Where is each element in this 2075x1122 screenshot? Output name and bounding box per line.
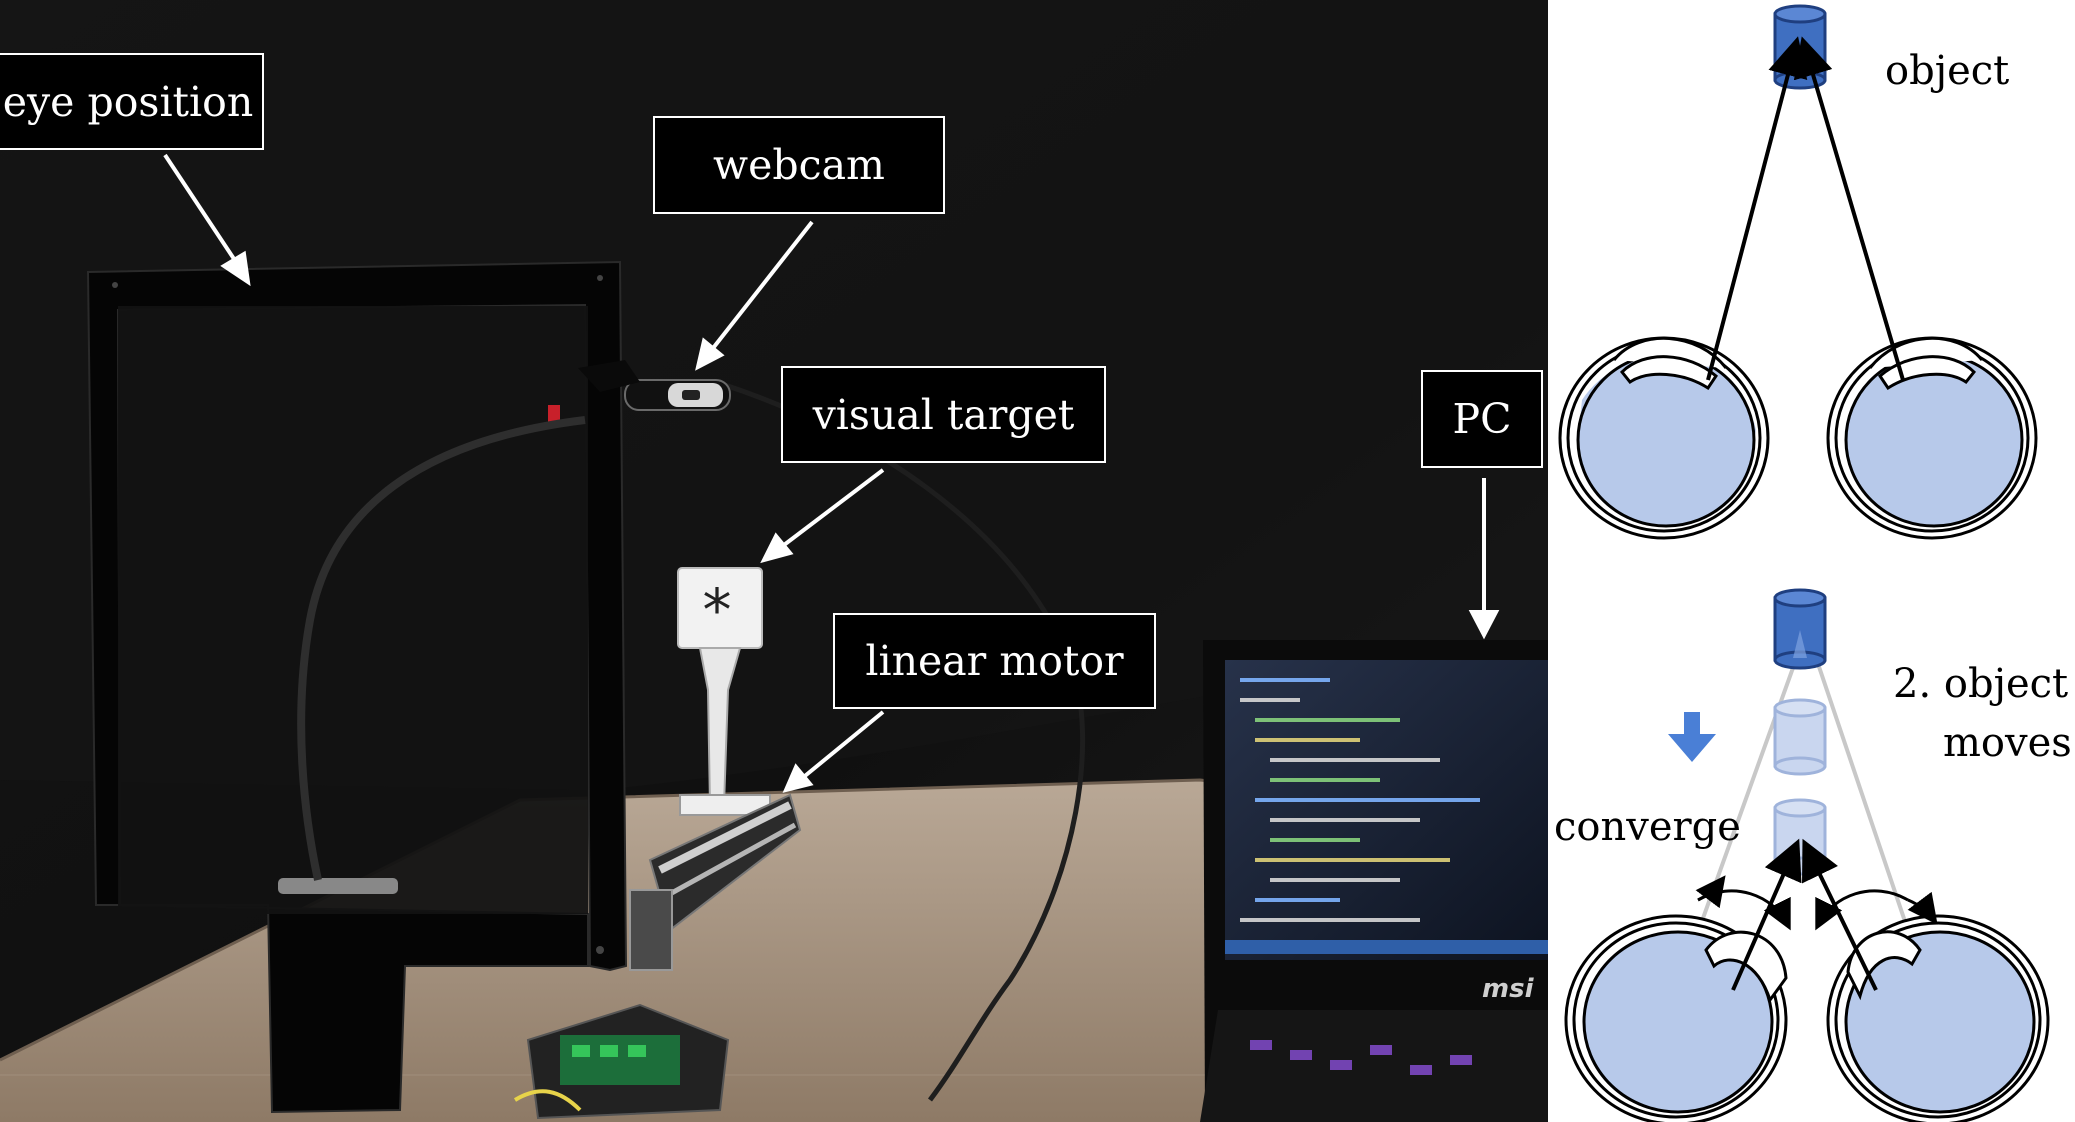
linear-motor-device [629,793,802,971]
pc-label: PC [1421,370,1543,468]
top-right-eye [1826,336,2038,540]
move-down-arrow [1668,712,1716,762]
linear-motor-label: linear motor [833,613,1156,709]
laptop-brand: msi [1482,974,1535,1004]
visual-target-label: visual target [781,366,1106,463]
object-moves-label-line2: moves [1943,720,2072,766]
laptop-device: msi [1200,640,1548,1122]
converge-label: converge [1554,804,1741,850]
top-object-icon [1773,4,1827,90]
visual-target-device: * [677,567,771,816]
vergence-diagram: object [1548,0,2075,1122]
eye-position-frame [86,260,628,1114]
gooseneck-cable [297,416,586,881]
moving-object-icons [1773,588,1827,876]
bottom-right-eye [1826,914,2050,1122]
object-label: object [1885,48,2009,94]
bottom-left-eye [1564,914,1788,1122]
webcam-device [578,360,731,411]
controller-board [513,1003,730,1120]
object-moves-label-line1: 2. object [1893,661,2068,707]
top-left-eye [1558,336,1770,540]
target-symbol: * [703,576,732,644]
callout-arrows [163,153,1500,793]
eye-position-label: eye position [0,53,264,150]
webcam-label: webcam [653,116,945,214]
